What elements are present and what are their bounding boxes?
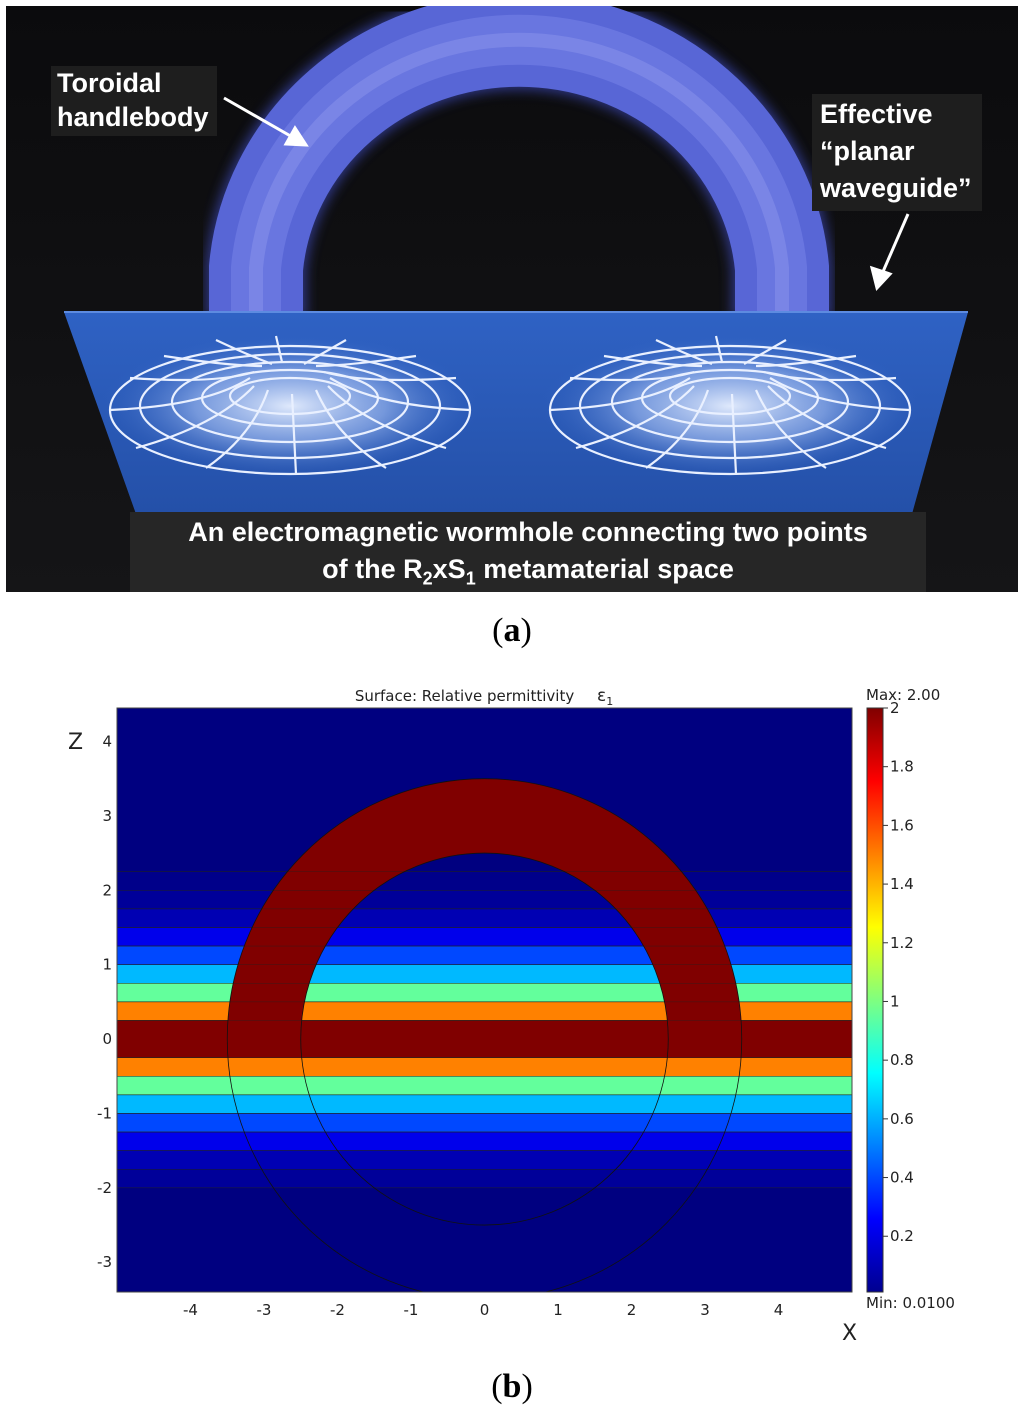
x-tick-label: 2 — [627, 1301, 637, 1319]
x-tick-label: 1 — [553, 1301, 563, 1319]
label-effective-planar-waveguide: Effective “planar waveguide” — [812, 94, 982, 211]
y-tick-label: -2 — [97, 1179, 112, 1197]
colorbar-tick-label: 0.6 — [890, 1110, 914, 1128]
waveguide-layer-3 — [117, 927, 852, 947]
y-tick-label: 2 — [102, 881, 112, 899]
waveguide-layer-10 — [117, 1076, 852, 1096]
waveguide-layer-12 — [117, 1113, 852, 1133]
plot-frame — [116, 707, 853, 1293]
funnel-left — [100, 334, 480, 478]
colorbar-ticks: 0.2 0.4 0.6 0.8 1 1.2 1.4 1.6 1.8 2 — [883, 699, 914, 1245]
waveguide-layer-4 — [117, 945, 852, 965]
heatmap-area — [117, 708, 852, 1292]
colorbar-tick-label: 0.8 — [890, 1051, 914, 1069]
torus-outer-boundary — [226, 778, 743, 1292]
colorbar-max-label: Max: 2.00 — [866, 686, 940, 704]
waveguide-layer-2 — [117, 908, 852, 928]
torus-region — [227, 778, 742, 1058]
x-tick-label: 3 — [700, 1301, 710, 1319]
y-tick-label: -1 — [97, 1104, 112, 1122]
waveguide-layer-5 — [117, 964, 852, 984]
waveguide-layer-14 — [117, 1150, 852, 1170]
waveguide-layer-7 — [117, 1001, 852, 1021]
torus-inner-boundary — [300, 852, 669, 1226]
waveguide-layer-6 — [117, 983, 852, 1003]
colorbar-tick-label: 1.6 — [890, 816, 914, 834]
waveguide-layer-11 — [117, 1094, 852, 1114]
x-tick-label: -3 — [257, 1301, 272, 1319]
waveguide-layer-0 — [117, 871, 852, 891]
y-tick-label: 4 — [102, 732, 112, 750]
waveguide-layer-13 — [117, 1131, 852, 1151]
permittivity-plot-svg: Surface: Relative permittivity ε1 -4 -3 -2… — [68, 686, 955, 1346]
waveguide-layer-9 — [117, 1057, 852, 1077]
subfigure-label-a: (a) — [492, 612, 532, 649]
wormhole-illustration: Toroidal handlebody Effective “planar wa… — [6, 0, 1018, 592]
colorbar-tick-label: 1.8 — [890, 758, 914, 776]
subfigure-label-b: (b) — [491, 1368, 533, 1405]
funnel-right — [540, 334, 920, 478]
x-axis-label: X — [842, 1321, 857, 1346]
colorbar-min-label: Min: 0.0100 — [866, 1294, 955, 1312]
colorbar-tick-label: 1 — [890, 992, 900, 1010]
colorbar-tick-label: 1.2 — [890, 934, 914, 952]
label-toroidal-handlebody: Toroidal handlebody — [51, 66, 217, 136]
plot-axes: -4 -3 -2 -1 0 1 2 3 4 -3 -2 -1 0 1 2 3 4X Z — [68, 730, 857, 1346]
arrow-waveguide — [869, 213, 910, 292]
colorbar-tick-label: 2 — [890, 699, 900, 717]
arrow-toroidal — [223, 96, 309, 147]
colorbar — [866, 707, 884, 1293]
plot-title: Surface: Relative permittivity ε1 — [355, 686, 613, 708]
x-tick-label: -4 — [183, 1301, 198, 1319]
colorbar-tick-label: 0.2 — [890, 1227, 914, 1245]
permittivity-plot: Surface: Relative permittivity ε1 -4 -3 -2… — [0, 672, 1024, 1352]
colorbar-tick-label: 0.4 — [890, 1169, 914, 1187]
y-tick-label: 1 — [102, 956, 112, 974]
x-tick-label: 0 — [480, 1301, 490, 1319]
x-tick-label: -2 — [330, 1301, 345, 1319]
waveguide-layer-15 — [117, 1168, 852, 1189]
y-tick-label: -3 — [97, 1253, 112, 1271]
y-tick-label: 3 — [102, 807, 112, 825]
caption-a: An electromagnetic wormhole connecting t… — [188, 517, 868, 589]
x-tick-label: 4 — [774, 1301, 784, 1319]
waveguide-layer-1 — [117, 890, 852, 910]
y-axis-label: Z — [68, 730, 83, 755]
y-tick-label: 0 — [102, 1030, 112, 1048]
x-tick-label: -1 — [404, 1301, 419, 1319]
colorbar-tick-label: 1.4 — [890, 875, 914, 893]
caption-a-background — [130, 512, 926, 592]
